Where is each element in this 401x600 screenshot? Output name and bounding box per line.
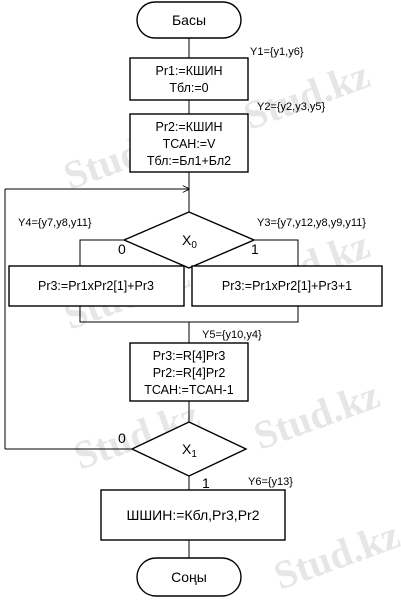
watermark-text: Stud.kz [268,512,401,599]
watermark-text: Stud.kz [248,372,386,459]
signal-label-y2: Y2={y2,y3,y5} [257,101,326,113]
decision-x1: X1 [130,421,248,477]
signal-label-y6: Y6={y13} [248,476,293,488]
end-label: Соңы [171,569,207,585]
signal-label-y4: Y4={y7,y8,y11} [18,217,92,229]
start-label: Басы [172,12,206,28]
decision2-label: X1 [182,441,197,460]
process-right: Pr3:=Pr1xPr2[1]+Pr3+1 [191,265,383,307]
signal-label-y1: Y1={y1,y6} [250,46,304,58]
process-block-2: Pr2:=КШИН ТСАН:=V Тбл:=Бл1+Бл2 [129,113,249,173]
connectors [4,38,299,558]
decision1-label: X0 [182,232,197,251]
decision1-branch-0: 0 [118,241,126,257]
block3-line2: Pr2:=R[4]Pr2 [153,366,226,380]
process-left: Pr3:=Pr1xPr2[1]+Pr3 [8,265,185,307]
decision2-branch-0: 0 [118,430,126,446]
block1-line1: Pr1:=КШИН [156,64,223,78]
process-final: ШШИН:=Кбл,Pr3,Pr2 [100,489,286,541]
block2-line1: Pr2:=КШИН [156,120,223,134]
right-process-text: Pr3:=Pr1xPr2[1]+Pr3+1 [222,279,352,293]
decision2-branch-1: 1 [202,475,210,491]
left-process-text: Pr3:=Pr1xPr2[1]+Pr3 [38,279,154,293]
block3-line3: ТСАН:=ТСАН-1 [144,383,233,397]
block3-line1: Pr3:=R[4]Pr3 [153,349,226,363]
decision-x0: X0 [122,211,256,269]
end-terminator: Соңы [136,557,242,597]
start-terminator: Басы [136,1,242,39]
decision1-branch-1: 1 [251,241,259,257]
block1-line2: Тбл:=0 [169,81,208,95]
final-block-text: ШШИН:=Кбл,Pr3,Pr2 [127,507,260,523]
watermark-text: Stud.kz [238,52,376,139]
process-block-1: Pr1:=КШИН Тбл:=0 [129,57,249,101]
block2-line3: Тбл:=Бл1+Бл2 [147,154,231,168]
signal-label-y5: Y5={y10,y4} [202,329,262,341]
block2-line2: ТСАН:=V [163,137,217,151]
signal-label-y3: Y3={y7,y12,y8,y9,y11} [257,217,366,229]
process-block-3: Pr3:=R[4]Pr3 Pr2:=R[4]Pr2 ТСАН:=ТСАН-1 [129,342,249,402]
